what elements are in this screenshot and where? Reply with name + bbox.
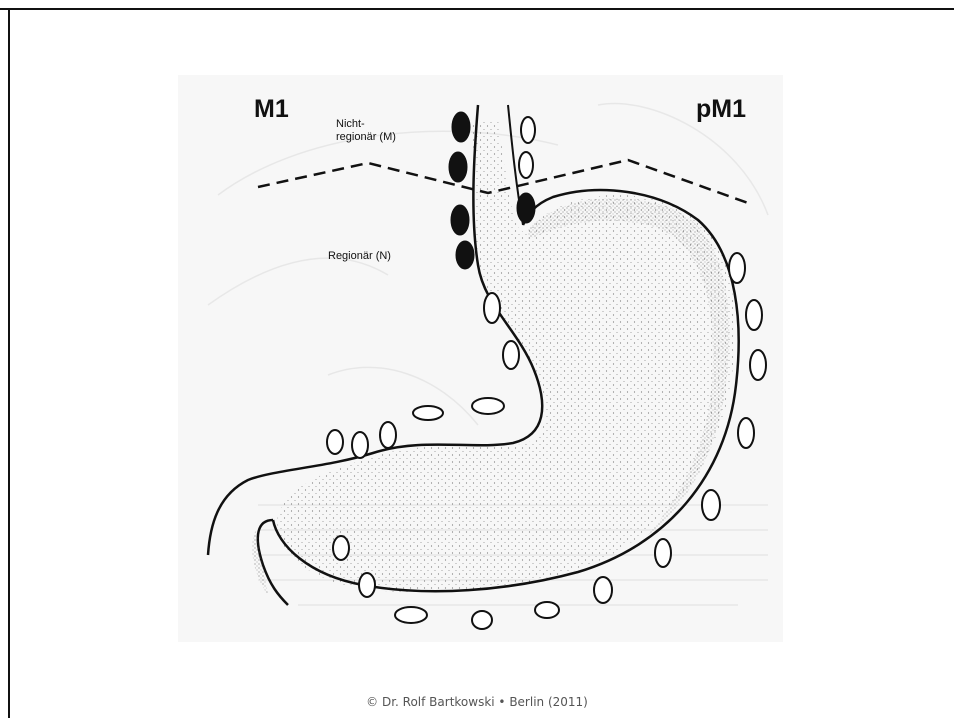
lymph-node-open bbox=[521, 117, 535, 143]
lymph-node-open bbox=[746, 300, 762, 330]
lymph-node-open bbox=[380, 422, 396, 448]
slide-border-left bbox=[8, 8, 10, 718]
regional-label: Regionär (N) bbox=[328, 250, 391, 263]
lymph-node-black bbox=[452, 112, 470, 142]
lymph-node-open bbox=[519, 152, 533, 178]
lymph-node-open bbox=[413, 406, 443, 420]
lymph-node-open bbox=[594, 577, 612, 603]
lymph-node-open bbox=[503, 341, 519, 369]
lymph-node-open bbox=[395, 607, 427, 623]
lymph-node-open bbox=[333, 536, 349, 560]
lymph-node-open bbox=[738, 418, 754, 448]
lymph-node-black bbox=[517, 193, 535, 223]
lymph-node-black bbox=[456, 241, 474, 269]
left-stage-label: M1 bbox=[254, 95, 289, 124]
lymph-node-open bbox=[352, 432, 368, 458]
lymph-node-open bbox=[327, 430, 343, 454]
lymph-node-open bbox=[702, 490, 720, 520]
lymph-node-open bbox=[359, 573, 375, 597]
lymph-node-open bbox=[472, 611, 492, 629]
lymph-node-black bbox=[449, 152, 467, 182]
lymph-node-open bbox=[472, 398, 504, 414]
copyright-footer: © Dr. Rolf Bartkowski • Berlin (2011) bbox=[0, 695, 954, 709]
lymph-node-open bbox=[535, 602, 559, 618]
lymph-node-open bbox=[484, 293, 500, 323]
slide-border-top bbox=[0, 8, 954, 10]
lymph-node-open bbox=[655, 539, 671, 567]
nonregional-label-line1: Nicht- bbox=[336, 118, 365, 131]
diagram-canvas bbox=[178, 75, 783, 642]
lymph-node-open bbox=[750, 350, 766, 380]
lymph-node-black bbox=[451, 205, 469, 235]
nonregional-label-line2: regionär (M) bbox=[336, 131, 396, 144]
right-stage-label: pM1 bbox=[696, 95, 746, 124]
lymph-node-open bbox=[729, 253, 745, 283]
stomach-lymph-node-diagram: M1 pM1 Nicht- regionär (M) Regionär (N) bbox=[178, 75, 783, 642]
